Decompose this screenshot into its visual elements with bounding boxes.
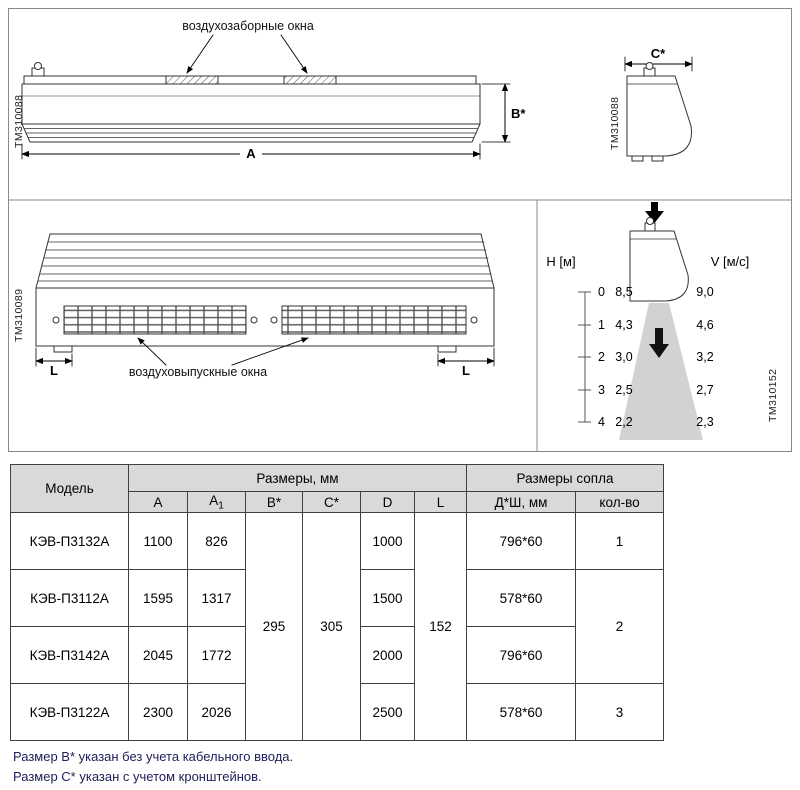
outlet-window-left (63, 305, 247, 335)
col-header-a: A (128, 491, 188, 513)
h-value: 3,0 (615, 350, 632, 364)
h-value: 2,5 (615, 383, 632, 397)
cell-a1: 1317 (187, 569, 246, 627)
v-value: 9,0 (696, 285, 713, 299)
cell-model: КЭВ-П3142А (10, 626, 129, 684)
h-value: 4,3 (615, 318, 632, 332)
cell-d: 1000 (360, 512, 415, 570)
table-row: КЭВ-П3142А 2045 1772 2000 796*60 (10, 626, 664, 684)
cell-a: 2045 (128, 626, 188, 684)
cell-d: 2000 (360, 626, 415, 684)
col-header-b: B* (245, 491, 303, 513)
cell-a1: 1772 (187, 626, 246, 684)
col-header-qty: кол-во (575, 491, 665, 513)
dim-a-label: A (246, 146, 256, 161)
cell-b-merged: 295 (245, 512, 303, 741)
col-header-d: D (360, 491, 415, 513)
intake-window-right (283, 75, 337, 85)
cell-model: КЭВ-П3122А (10, 683, 129, 741)
intake-windows-label: воздухозаборные окна (182, 19, 314, 33)
cell-model: КЭВ-П3132А (10, 512, 129, 570)
airflow-arrow-icon (649, 328, 669, 358)
dimensions-table: Модель Размеры, мм Размеры сопла A A1 B*… (10, 464, 665, 741)
table-row: КЭВ-П3122А 2300 2026 2500 578*60 3 (10, 683, 665, 741)
cell-a: 1595 (128, 569, 188, 627)
tick-label: 1 (598, 318, 605, 332)
outlet-windows-label: воздуховыпускные окна (129, 365, 267, 379)
dim-l-right-label: L (462, 363, 470, 378)
cell-nozzle: 796*60 (466, 626, 577, 684)
side-view: C* TM310088 (609, 46, 693, 162)
cell-a1: 826 (187, 512, 246, 570)
table-row: КЭВ-П3132А 1100 826 295 305 1000 152 796… (10, 512, 665, 741)
dim-l-left-label: L (50, 363, 58, 378)
cell-qty: 3 (575, 683, 665, 741)
note-c: Размер C* указан с учетом кронштейнов. (13, 769, 262, 785)
cell-nozzle: 578*60 (466, 683, 577, 741)
tick-label: 4 (598, 415, 605, 429)
note-b: Размер B* указан без учета кабельного вв… (13, 749, 294, 764)
cell-a1: 2026 (187, 683, 246, 741)
tick-label: 3 (598, 383, 605, 397)
cell-model: КЭВ-П3112А (10, 569, 129, 627)
down-arrow-icon (645, 202, 664, 223)
cell-a: 2300 (128, 683, 188, 741)
tm-side-label: TM310088 (609, 97, 621, 150)
side-unit-body (626, 75, 692, 157)
cell-d: 2500 (360, 683, 415, 741)
tick-label: 0 (598, 285, 605, 299)
h-axis-label: H [м] (546, 254, 575, 269)
col-header-model: Модель (10, 464, 129, 513)
h-value: 2,2 (615, 415, 632, 429)
intake-window-left (165, 75, 219, 85)
v-value: 4,6 (696, 318, 713, 332)
bracket-right (437, 345, 457, 353)
cell-l-merged: 152 (413, 512, 468, 741)
outlet-window-right (281, 305, 467, 335)
col-header-c: C* (302, 491, 361, 513)
front-view: воздухозаборные окна A B* TM310088 (13, 19, 526, 161)
fan-unit-icon (629, 230, 689, 302)
v-value: 2,3 (696, 415, 713, 429)
dim-b-label: B* (511, 106, 526, 121)
tm-front-label: TM310088 (13, 95, 25, 148)
mounting-plate (23, 75, 477, 85)
col-header-l: L (413, 491, 468, 513)
col-group-nozzle: Размеры сопла (466, 464, 665, 492)
dim-c-label: C* (651, 46, 666, 61)
cell-nozzle: 578*60 (466, 569, 577, 627)
footnotes: Размер B* указан без учета кабельного вв… (13, 747, 293, 787)
tick-label: 2 (598, 350, 605, 364)
col-header-a1: A1 (187, 491, 246, 513)
table-row: КЭВ-П3112А 1595 1317 1500 578*60 2 (10, 569, 665, 684)
col-group-dimensions: Размеры, мм (127, 464, 468, 492)
cell-nozzle: 796*60 (466, 512, 577, 570)
cell-qty-merged: 2 (575, 569, 665, 684)
h-value: 8,5 (615, 285, 632, 299)
tm-bottom-label: TM310089 (13, 289, 25, 342)
v-axis-label: V [м/с] (711, 254, 750, 269)
air-stream-cone (619, 303, 703, 440)
cell-d: 1500 (360, 569, 415, 627)
bracket-left (53, 345, 73, 353)
cell-c-merged: 305 (302, 512, 361, 741)
cell-a: 1100 (128, 512, 188, 570)
cell-qty: 1 (575, 512, 665, 570)
velocity-diagram: H [м] V [м/с] 0 1 2 3 4 8,5 4,3 3,0 2,5 … (546, 202, 779, 440)
col-header-nozzle-size: Д*Ш, мм (466, 491, 577, 513)
cable-gland-bolt (34, 62, 42, 70)
v-value: 2,7 (696, 383, 713, 397)
tm-chart-label: TM310152 (767, 369, 779, 422)
technical-drawing: воздухозаборные окна A B* TM310088 (8, 8, 792, 457)
perspective-view: L L воздуховыпускные окна TM310089 (13, 233, 495, 379)
drawing-canvas: воздухозаборные окна A B* TM310088 (8, 8, 792, 452)
v-value: 3,2 (696, 350, 713, 364)
